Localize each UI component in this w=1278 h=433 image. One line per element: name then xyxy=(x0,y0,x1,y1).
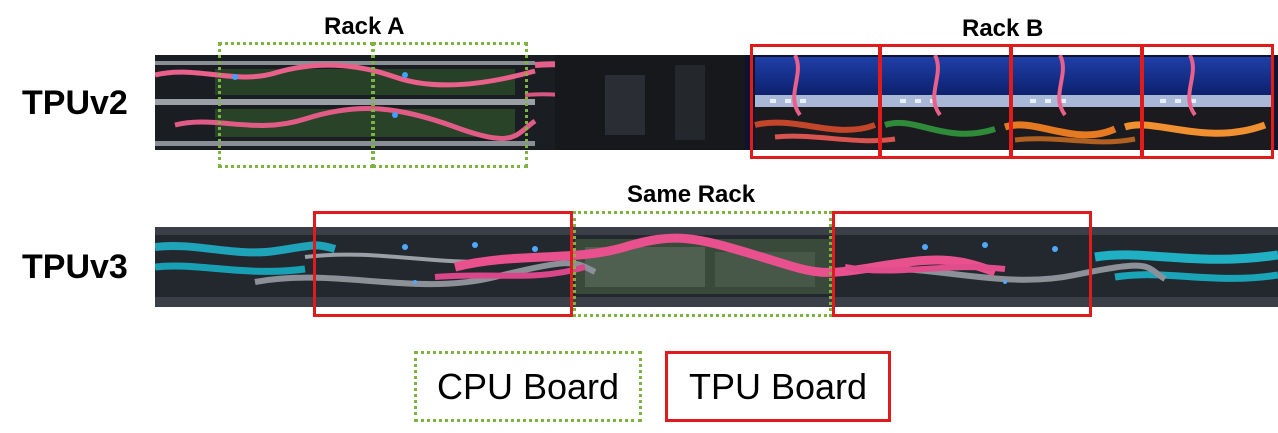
tpuv2-cpu-board-1 xyxy=(218,42,374,168)
tpuv3-tpu-board-1 xyxy=(313,211,573,317)
tpuv3-label: TPUv3 xyxy=(22,248,128,286)
legend-tpu-board: TPU Board xyxy=(665,351,891,422)
legend-cpu-board-label: CPU Board xyxy=(436,365,620,407)
tpuv3-tpu-board-2 xyxy=(832,211,1092,317)
tpuv2-label: TPUv2 xyxy=(22,84,128,122)
tpuv3-cpu-board xyxy=(573,211,832,317)
tpuv2-tpu-board-2 xyxy=(879,44,1012,159)
tpuv2-tpu-board-1 xyxy=(750,44,881,159)
tpuv2-tpu-board-3 xyxy=(1010,44,1143,159)
rack-a-label: Rack A xyxy=(324,13,405,40)
rack-b-label: Rack B xyxy=(962,15,1044,42)
tpuv2-rack-photo xyxy=(155,55,1278,150)
legend-cpu-board: CPU Board xyxy=(414,351,642,422)
legend-tpu-board-label: TPU Board xyxy=(688,365,868,407)
tpuv2-tpu-board-4 xyxy=(1141,44,1274,159)
tpuv2-cpu-board-2 xyxy=(372,42,528,168)
same-rack-label: Same Rack xyxy=(627,181,756,208)
